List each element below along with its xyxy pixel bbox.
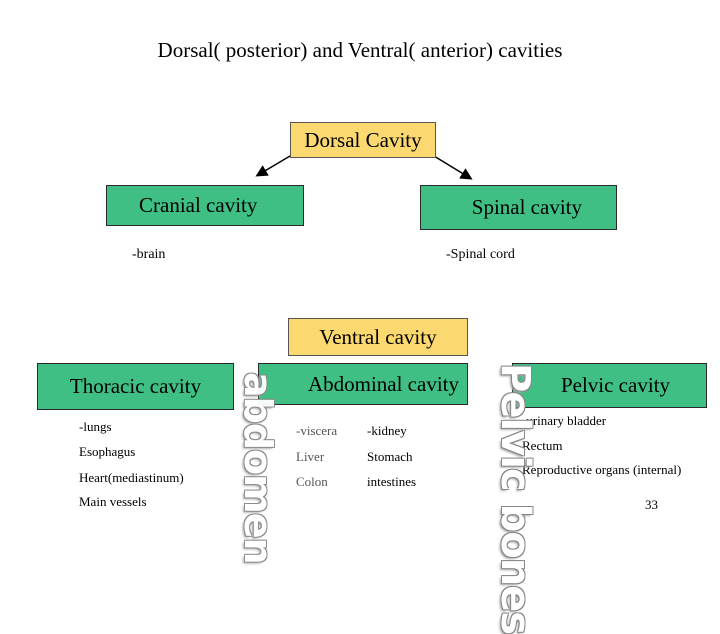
ventral-cavity-label: Ventral cavity [319,324,437,349]
thoracic-item: -lungs [79,419,112,434]
connector-arrows [255,155,473,180]
page-number: 33 [645,497,658,512]
abdominal-item: Stomach [367,449,413,464]
abdominal-cavity-box: Abdominal cavity [258,363,468,405]
abdominal-cavity-label: Abdominal cavity [307,371,459,396]
pelvic-cavity-label: Pelvic cavity [560,373,670,397]
pelvic-cavity-box: Pelvic cavity [512,363,707,408]
spinal-cavity-label: Spinal cavity [471,195,582,219]
thoracic-cavity-label: Thoracic cavity [69,374,202,398]
ventral-cavity-box: Ventral cavity [288,318,468,356]
arrow-to-spinal [433,155,473,180]
spinal-cavity-box: Spinal cavity [420,185,617,230]
cranial-item-brain: -brain [132,247,166,262]
cranial-cavity-box: Cranial cavity [106,185,304,226]
abdominal-item: intestines [367,474,417,489]
dorsal-cavity-box: Dorsal Cavity [290,122,436,158]
pelvic-bones-watermark-image: Pelvic bones [492,363,538,634]
pelvic-item: Reproductive organs (internal) [522,462,682,477]
spinal-item-cord: -Spinal cord [446,247,515,262]
abdominal-item: Liver [296,449,325,464]
cranial-cavity-label: Cranial cavity [139,193,258,217]
thoracic-item: Heart(mediastinum) [79,470,184,485]
abdominal-item: Colon [296,474,328,489]
dorsal-cavity-label: Dorsal Cavity [304,127,422,152]
page-title: Dorsal( posterior) and Ventral( anterior… [157,38,563,62]
thoracic-cavity-box: Thoracic cavity [37,363,234,410]
thoracic-item: Main vessels [79,494,147,509]
arrow-to-cranial [255,155,291,177]
pelvic-item: -urinary bladder [522,413,607,428]
abdomen-watermark-image: abdomen [236,372,280,564]
abdominal-item: -kidney [367,423,407,438]
abdominal-item: -viscera [296,423,338,438]
thoracic-item: Esophagus [79,444,136,459]
pelvic-item: Rectum [522,438,563,453]
